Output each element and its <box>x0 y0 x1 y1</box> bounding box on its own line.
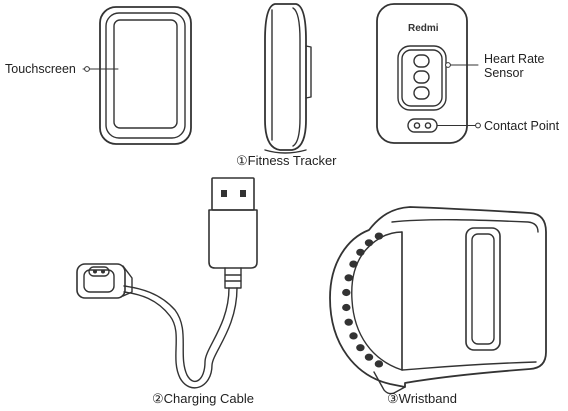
tracker-front <box>99 6 192 145</box>
tracker-back <box>376 3 468 144</box>
strap-hole <box>344 318 353 326</box>
sensor-led-1 <box>413 54 430 68</box>
fitness-tracker-caption-text: Fitness Tracker <box>247 153 337 168</box>
touchscreen-display <box>113 19 178 129</box>
callout-dots <box>84 62 481 129</box>
charging-cable-caption: ②Charging Cable <box>152 391 254 406</box>
strap-hole <box>374 360 384 368</box>
strap-hole <box>356 344 365 352</box>
wristband-caption-text: Wristband <box>398 391 457 406</box>
strap-hole <box>349 260 358 268</box>
fitness-tracker-caption-number: ① <box>236 153 248 168</box>
strap-hole <box>364 239 374 247</box>
callout-lines <box>82 64 479 126</box>
touchscreen-label: Touchscreen <box>5 62 76 76</box>
strap-hole <box>342 303 351 312</box>
fitness-tracker-caption: ①Fitness Tracker <box>236 153 337 168</box>
strap-hole <box>364 353 374 361</box>
tracker-side <box>264 3 312 154</box>
heart-rate-label-line1: Heart Rate <box>484 52 545 66</box>
strap-hole <box>344 274 353 282</box>
wristband-holes <box>342 232 384 368</box>
wristband-caption: ③Wristband <box>387 391 457 406</box>
heart-rate-label-line2: Sensor <box>484 66 524 80</box>
charging-cable-caption-number: ② <box>152 391 164 406</box>
strap-hole <box>374 232 384 240</box>
charging-cable <box>76 177 258 389</box>
strap-hole <box>349 332 358 340</box>
sensor-led-2 <box>413 70 430 84</box>
sensor-led-3 <box>413 86 430 100</box>
strap-hole <box>342 288 351 297</box>
wristband <box>329 206 547 395</box>
wristband-caption-number: ③ <box>387 391 399 406</box>
charging-cable-caption-text: Charging Cable <box>163 391 254 406</box>
contact-point-label: Contact Point <box>484 119 560 133</box>
contact-pins <box>407 118 438 133</box>
strap-hole <box>356 248 365 256</box>
heart-rate-sensor-label: Heart Rate Sensor <box>484 52 544 80</box>
